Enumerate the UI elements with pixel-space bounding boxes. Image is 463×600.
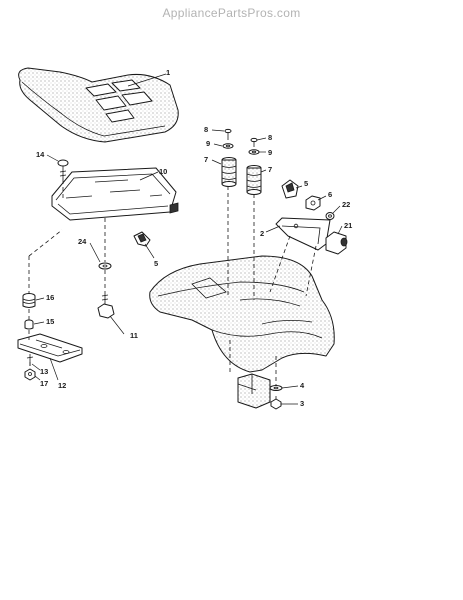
callout-9-left: 9 <box>206 139 210 148</box>
clip-5-left[interactable] <box>133 231 151 247</box>
switch-bracket-2[interactable] <box>275 217 331 251</box>
bolt-3[interactable] <box>270 396 282 410</box>
callout-10: 10 <box>159 167 167 176</box>
washer-24[interactable] <box>98 262 112 270</box>
bracket-12[interactable] <box>17 333 83 363</box>
callout-8-right: 8 <box>268 133 272 142</box>
callout-2: 2 <box>260 229 264 238</box>
callout-12: 12 <box>58 381 66 390</box>
callout-numbers: 1 10 14 5 24 11 16 15 12 13 17 8 9 7 8 9… <box>36 68 352 408</box>
bolt-8-right[interactable] <box>250 137 258 147</box>
nut-6[interactable] <box>305 195 321 211</box>
callout-1: 1 <box>166 68 170 77</box>
callout-5-left: 5 <box>154 259 158 268</box>
callout-9-right: 9 <box>268 148 272 157</box>
mount-bracket-bottom <box>237 373 271 409</box>
washer-9-left[interactable] <box>222 143 234 149</box>
bushing-15[interactable] <box>24 319 34 330</box>
callout-24: 24 <box>78 237 87 246</box>
callout-4: 4 <box>300 381 305 390</box>
callout-6: 6 <box>328 190 332 199</box>
callout-21: 21 <box>344 221 352 230</box>
bolt-8-left[interactable] <box>224 128 232 140</box>
bolt-14[interactable] <box>57 159 69 180</box>
clip-5-right[interactable] <box>281 179 299 199</box>
knob-11[interactable] <box>97 292 115 319</box>
nut-17[interactable] <box>24 368 36 381</box>
callout-7-right: 7 <box>268 165 272 174</box>
callout-3: 3 <box>300 399 304 408</box>
callout-13: 13 <box>40 367 48 376</box>
callout-7-left: 7 <box>204 155 208 164</box>
callout-5-right: 5 <box>304 179 308 188</box>
washer-4[interactable] <box>269 385 283 391</box>
washer-9-right[interactable] <box>248 149 260 155</box>
spring-7-right[interactable] <box>246 165 262 195</box>
assembly-lines <box>28 180 317 386</box>
fender-chassis <box>149 255 335 373</box>
callout-17: 17 <box>40 379 48 388</box>
callout-11: 11 <box>130 331 138 340</box>
switch-21[interactable] <box>325 231 348 255</box>
callout-16: 16 <box>46 293 54 302</box>
callout-22: 22 <box>342 200 350 209</box>
spring-7-left[interactable] <box>221 157 237 187</box>
callout-14: 14 <box>36 150 45 159</box>
part-22[interactable] <box>325 212 335 220</box>
spring-16[interactable] <box>22 293 36 308</box>
seat[interactable] <box>18 67 179 143</box>
seat-pan[interactable] <box>51 167 179 221</box>
leader-lines <box>31 73 343 405</box>
watermark: AppliancePartsPros.com <box>162 6 301 20</box>
callout-15: 15 <box>46 317 54 326</box>
callout-8-left: 8 <box>204 125 208 134</box>
